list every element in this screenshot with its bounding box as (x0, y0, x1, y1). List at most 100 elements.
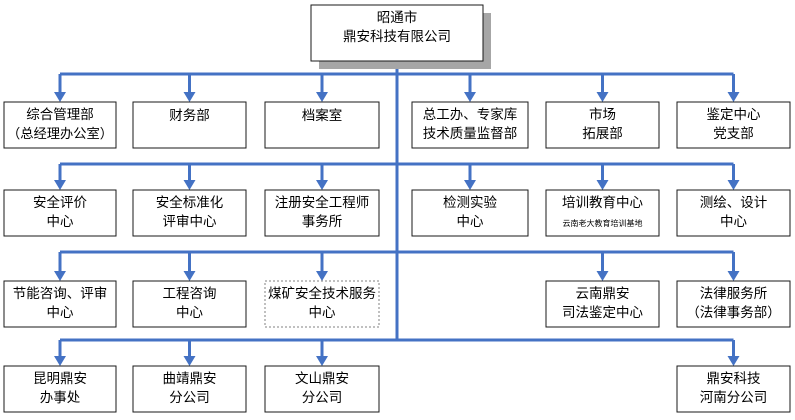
box-frame (264, 101, 380, 149)
box-label-line: 司法鉴定中心 (562, 305, 643, 321)
box-label-line: 节能咨询、评审 (13, 286, 108, 302)
connector-r4c6-arrowhead (727, 356, 740, 366)
connector-r3c2-arrowhead (183, 271, 196, 281)
org-box-r1c3[interactable]: 档案室 (264, 101, 380, 149)
box-label-line: 档案室 (302, 107, 343, 124)
connector-r1c4-arrowhead (464, 92, 476, 102)
box-label-line: 事务所 (302, 214, 343, 230)
connector-lines (54, 61, 740, 366)
box-frame (3, 101, 117, 149)
box-frame (3, 280, 117, 328)
box-label-line: 中心 (720, 214, 748, 230)
org-box-r3c1[interactable]: 节能咨询、评审中心 (3, 280, 117, 328)
box-label-line: 注册安全工程师 (275, 194, 370, 211)
box-label-line: 云南老大教育培训基地 (563, 218, 643, 228)
box-label-line: （法律事务部） (686, 305, 781, 321)
connector-r4c2-arrowhead (183, 356, 196, 366)
box-frame (132, 365, 247, 413)
box-label-line: 评审中心 (163, 214, 217, 230)
box-frame (676, 189, 791, 237)
box-frame (264, 365, 380, 413)
box-frame (545, 280, 660, 328)
box-frame (411, 101, 529, 149)
connector-r2c1-arrowhead (54, 180, 66, 190)
connector-r2c6-arrowhead (727, 180, 740, 190)
connector-r1c2-arrowhead (183, 92, 196, 102)
box-label-line: 中心 (47, 305, 74, 321)
box-label-line: 测绘、设计 (700, 195, 768, 211)
box-label-line: 安全评价 (33, 194, 87, 211)
connector-r2c4-arrowhead (464, 180, 476, 190)
box-label-line: 昆明鼎安 (33, 371, 87, 387)
connector-r4c3-arrowhead (316, 356, 328, 366)
connector-r2c3-arrowhead (316, 180, 328, 190)
box-label-line: 拓展部 (582, 126, 623, 142)
connector-r1c1-arrowhead (54, 92, 66, 102)
box-label-line: 中心 (176, 305, 203, 321)
box-label-line: 昭通市 (377, 9, 418, 26)
connector-r3c5-arrowhead (596, 271, 609, 281)
box-frame (411, 189, 529, 237)
box-frame (264, 280, 380, 328)
box-frame (132, 280, 247, 328)
box-frame (676, 280, 791, 328)
box-label-line: 财务部 (169, 108, 210, 124)
box-label-line: 工程咨询 (163, 286, 217, 302)
box-label-line: 文山鼎安 (295, 371, 349, 387)
connector-r3c1-arrowhead (54, 271, 66, 281)
connector-r2c2-arrowhead (183, 180, 196, 190)
org-box-r1c1[interactable]: 综合管理部（总经理办公室） (3, 101, 117, 149)
box-label-line: 分公司 (169, 390, 210, 406)
connector-r1c5-arrowhead (596, 92, 609, 102)
box-label-line: 办事处 (40, 390, 81, 406)
connector-r1c6-arrowhead (727, 92, 740, 102)
connector-r3c6-arrowhead (727, 271, 740, 281)
box-label-line: 中心 (457, 214, 484, 230)
box-label-line: 河南分公司 (700, 390, 768, 406)
box-frame (310, 4, 484, 62)
box-label-line: 曲靖鼎安 (163, 371, 217, 387)
connector-r1c3-arrowhead (316, 92, 328, 102)
box-label-line: 中心 (309, 305, 336, 321)
connector-r2c5-arrowhead (596, 180, 609, 190)
box-frame (676, 365, 791, 413)
box-label-line: 鼎安科技有限公司 (343, 29, 451, 45)
box-frame (132, 189, 247, 237)
connector-r4c1-arrowhead (54, 356, 66, 366)
box-frame (545, 189, 660, 237)
box-label-line: 总工办、专家库 (423, 106, 518, 123)
box-label-line: 检测实验 (443, 195, 497, 211)
box-label-line: 法律服务所 (700, 286, 768, 302)
box-label-line: 云南鼎安 (576, 286, 630, 302)
box-label-line: 分公司 (302, 390, 343, 406)
org-box-r3c6[interactable]: 法律服务所 （法律事务部） (676, 280, 791, 328)
org-box-r1c2[interactable]: 财务部 (132, 101, 247, 149)
box-label-line: 鉴定中心 (707, 107, 761, 123)
box-frame (3, 189, 117, 237)
box-frame (545, 101, 660, 149)
box-label-line: 鼎安科技 (707, 371, 761, 387)
box-frame (264, 189, 380, 237)
box-label-line: （总经理办公室） (7, 125, 113, 142)
box-label-line: 党支部 (713, 126, 754, 142)
box-label-line: 煤矿安全技术服务 (268, 285, 376, 302)
